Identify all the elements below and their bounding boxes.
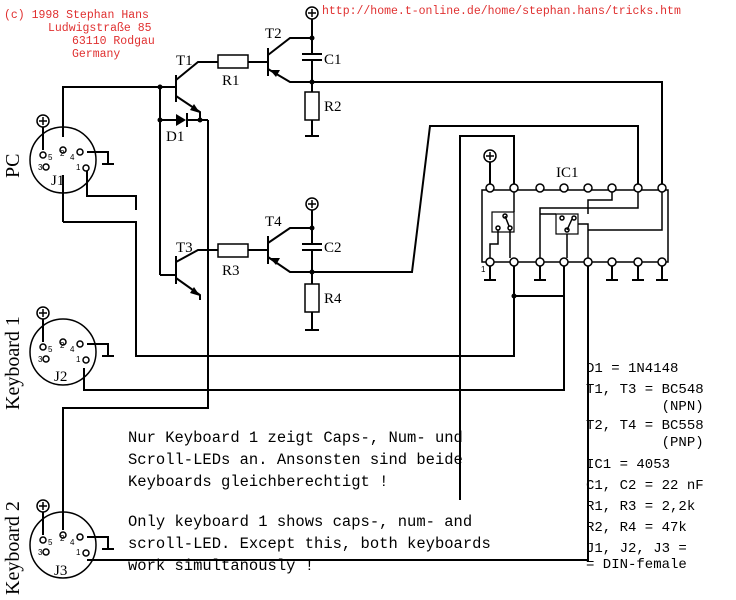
resistor-r1: [217, 54, 249, 69]
svg-text:4: 4: [70, 153, 75, 162]
ic1-pin1-label: 1: [481, 265, 486, 274]
j3-label: J3: [54, 563, 67, 579]
parts-line: (PNP): [586, 435, 704, 451]
svg-text:3: 3: [38, 163, 43, 172]
svg-text:2: 2: [60, 341, 65, 350]
din-connector-j2: [29, 318, 114, 386]
t4-label: T4: [265, 214, 282, 230]
copyright-line: Germany: [72, 48, 120, 61]
notes-block: Nur Keyboard 1 zeigt Caps-, Num- und Scr…: [128, 429, 491, 575]
upper-circuit: [62, 19, 663, 530]
parts-line: J1, J2, J3 =: [586, 541, 687, 557]
parts-line: = DIN-female: [586, 557, 687, 573]
note-line-en: scroll-LED. Except this, both keyboards: [128, 535, 491, 553]
svg-text:3: 3: [38, 355, 43, 364]
svg-text:2: 2: [60, 149, 65, 158]
t1-label: T1: [176, 53, 193, 69]
parts-line: R2, R4 = 47k: [586, 520, 687, 536]
r1-label: R1: [222, 73, 240, 89]
pin-numbers: 5 2 4 3 1 5 2 4 3 1 5 2 4 3 1: [38, 149, 81, 557]
keyboard-2-label: Keyboard 2: [2, 501, 24, 595]
lower-circuit: [160, 125, 639, 331]
parts-line: D1 = 1N4148: [586, 361, 678, 377]
r2-label: R2: [324, 99, 342, 115]
r4-label: R4: [324, 291, 342, 307]
j1-label: J1: [51, 173, 64, 189]
copyright-line: (c) 1998 Stephan Hans: [4, 9, 149, 22]
din-connector-j3: [29, 511, 114, 579]
resistor-r4: [304, 283, 320, 313]
vcc-symbol-j3: [36, 499, 50, 513]
r3-label: R3: [222, 263, 240, 279]
vcc-symbol-j2: [36, 306, 50, 320]
parts-line: IC1 = 4053: [586, 457, 670, 473]
vcc-symbol-j1: [36, 114, 50, 128]
t2-label: T2: [265, 26, 282, 42]
parts-line: C1, C2 = 22 nF: [586, 478, 704, 494]
note-line-de: Scroll-LEDs an. Ansonsten sind beide: [128, 451, 463, 469]
svg-text:3: 3: [38, 548, 43, 557]
note-line-en: Only keyboard 1 shows caps-, num- and: [128, 513, 472, 531]
vcc-symbol-ic: [483, 149, 497, 163]
vcc-symbol-c1: [305, 6, 319, 20]
note-line-en: work simultanously !: [128, 557, 314, 575]
svg-text:4: 4: [70, 345, 75, 354]
keyboard-1-label: Keyboard 1: [2, 316, 24, 410]
svg-text:1: 1: [76, 163, 81, 172]
parts-line: T2, T4 = BC558: [586, 418, 704, 434]
t3-label: T3: [176, 240, 193, 256]
svg-text:4: 4: [70, 538, 75, 547]
parts-list: D1 = 1N4148 T1, T3 = BC548 (NPN) T2, T4 …: [586, 361, 704, 573]
ic1-label: IC1: [556, 165, 579, 181]
svg-text:1: 1: [76, 548, 81, 557]
svg-text:1: 1: [76, 355, 81, 364]
svg-text:2: 2: [60, 534, 65, 543]
d1-label: D1: [166, 129, 184, 145]
svg-text:5: 5: [48, 153, 53, 162]
ic1-chip: [481, 162, 669, 281]
copyright-block: (c) 1998 Stephan Hans Ludwigstraße 85 63…: [4, 9, 155, 61]
copyright-line: Ludwigstraße 85: [48, 22, 152, 35]
ic1-switch-b: [555, 213, 579, 235]
vcc-symbol-c2: [305, 197, 319, 211]
svg-text:5: 5: [48, 538, 53, 547]
resistor-r3: [217, 243, 249, 258]
c1-label: C1: [324, 52, 342, 68]
parts-line: R1, R3 = 2,2k: [586, 499, 695, 515]
copyright-line: 63110 Rodgau: [72, 35, 155, 48]
pc-label: PC: [2, 154, 24, 178]
ic1-switch-a: [491, 211, 515, 233]
source-url: http://home.t-online.de/home/stephan.han…: [322, 5, 681, 18]
note-line-de: Nur Keyboard 1 zeigt Caps-, Num- und: [128, 429, 463, 447]
din-connector-j1: [29, 126, 114, 194]
j2-label: J2: [54, 369, 67, 385]
note-line-de: Keyboards gleichberechtigt !: [128, 473, 388, 491]
svg-text:5: 5: [48, 345, 53, 354]
parts-line: T1, T3 = BC548: [586, 382, 704, 398]
ic1-top-pins: [485, 183, 667, 193]
c2-label: C2: [324, 240, 342, 256]
parts-line: (NPN): [586, 399, 704, 415]
resistor-r2: [304, 91, 320, 121]
